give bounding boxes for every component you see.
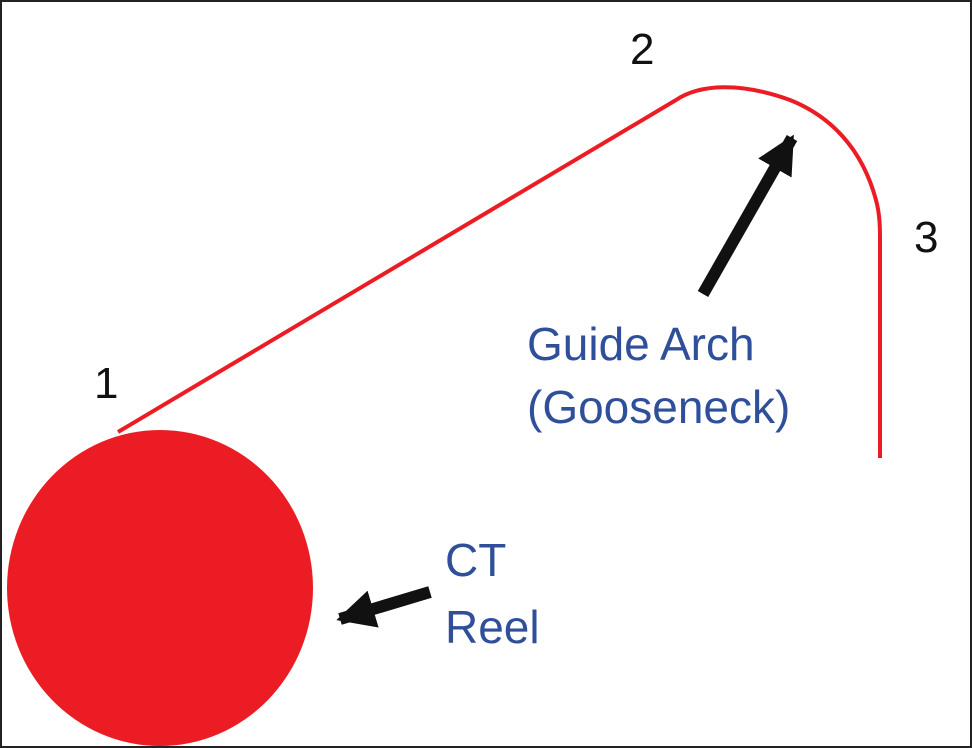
tubing-path <box>116 85 882 458</box>
ct-reel-arrow <box>336 586 432 628</box>
guide-arch-label-line1: Guide Arch <box>527 318 755 370</box>
guide-arch-label-line2: (Gooseneck) <box>527 381 790 433</box>
ct-reel-circle <box>7 430 313 746</box>
point-label-3: 3 <box>914 213 938 262</box>
guide-arch-arrow <box>697 134 798 297</box>
ct-reel-label-line1: CT <box>445 534 506 586</box>
point-label-1: 1 <box>94 359 118 408</box>
ct-reel-label-line2: Reel <box>445 601 540 653</box>
point-label-2: 2 <box>630 25 654 74</box>
